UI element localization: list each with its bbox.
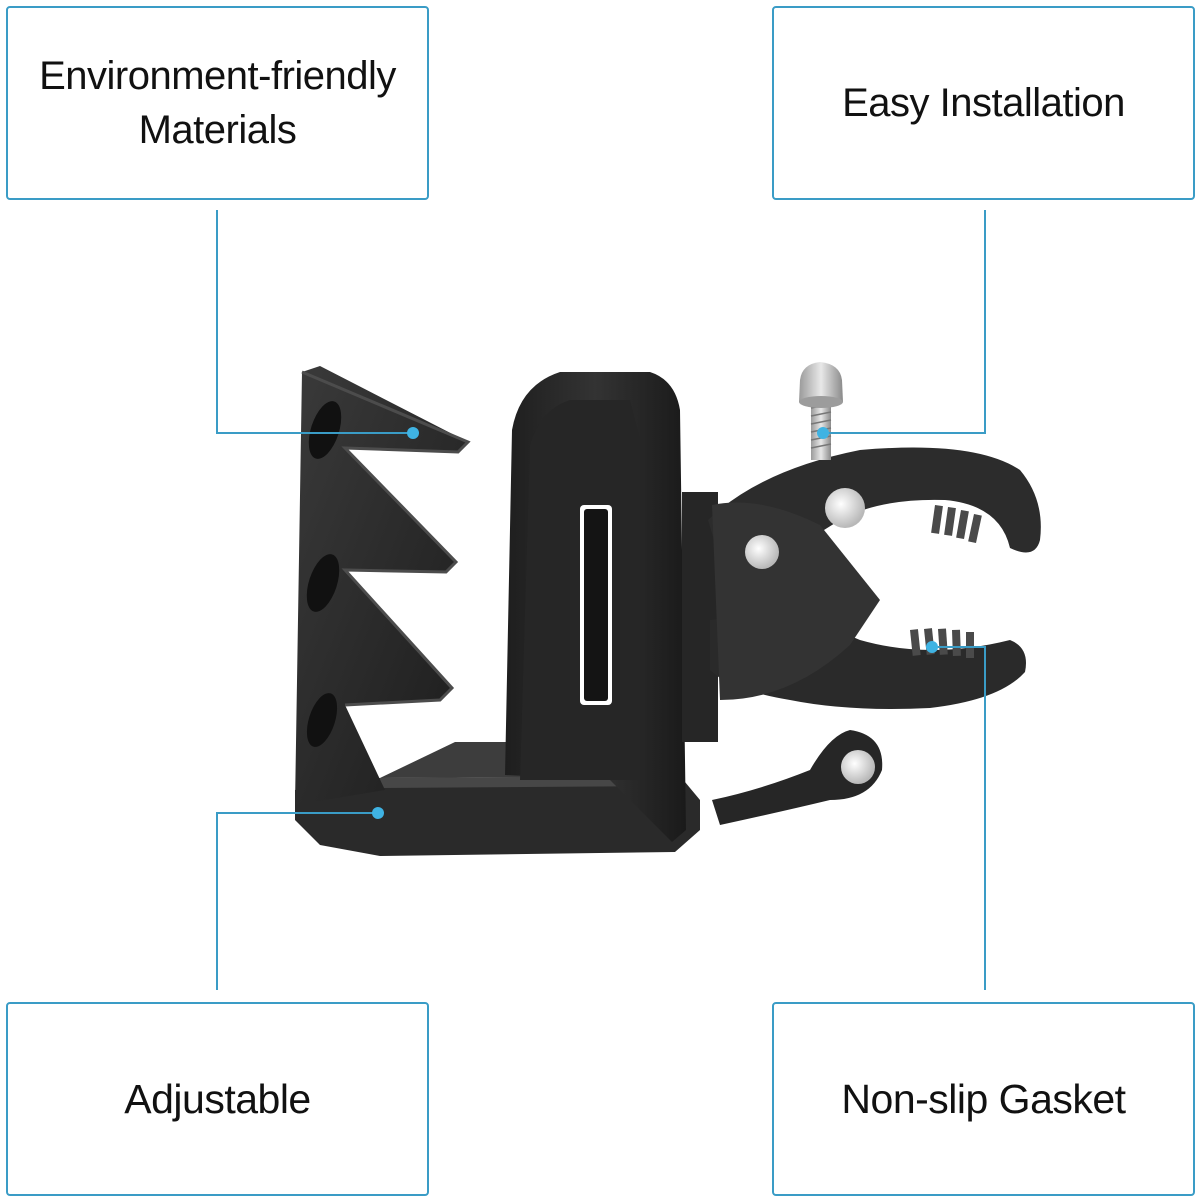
feature-box-installation: Easy Installation	[772, 6, 1195, 200]
feature-box-adjustable: Adjustable	[6, 1002, 429, 1196]
callout-dot-gasket	[926, 641, 938, 653]
callout-line-installation	[825, 210, 986, 434]
back-plate	[505, 372, 686, 842]
cup-cage	[295, 366, 471, 805]
feature-label-line-2: Materials	[138, 108, 297, 152]
clamp-mount	[682, 362, 1041, 825]
feature-box-materials: Environment-friendly Materials	[6, 6, 429, 200]
feature-box-gasket: Non-slip Gasket	[772, 1002, 1195, 1196]
feature-label-adjustable: Adjustable	[124, 1076, 311, 1122]
callout-line-materials	[216, 210, 410, 434]
feature-label-line-1: Environment-friendly	[39, 54, 396, 98]
callout-line-gasket	[932, 646, 986, 990]
feature-label-installation: Easy Installation	[842, 81, 1125, 125]
callout-dot-installation	[817, 427, 829, 439]
callout-dot-materials	[407, 427, 419, 439]
callout-dot-adjustable	[372, 807, 384, 819]
callout-lines	[216, 210, 986, 990]
callout-line-adjustable	[216, 812, 376, 990]
feature-label-materials: Environment-friendly Materials	[39, 49, 396, 157]
callout-dots	[372, 427, 938, 819]
feature-label-gasket: Non-slip Gasket	[841, 1076, 1126, 1122]
